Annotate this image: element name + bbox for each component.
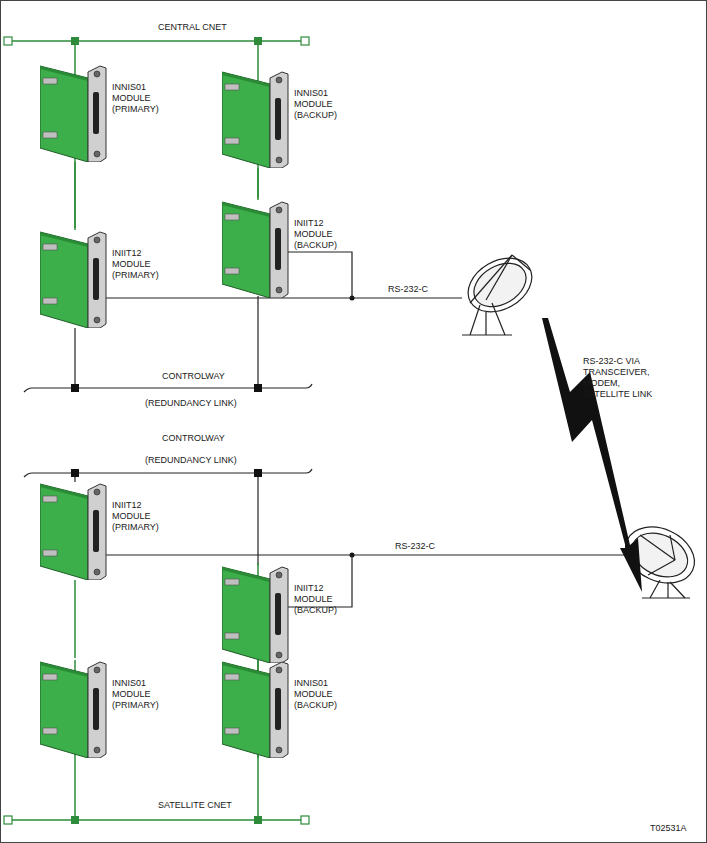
network-label: RS-232-C VIA TRANSCEIVER, MODEM, SATELLI… [583, 356, 661, 400]
module-card [40, 62, 108, 162]
module-label: INIIT12 MODULE (BACKUP) [294, 583, 354, 616]
module-label: INIIT12 MODULE (PRIMARY) [112, 500, 172, 533]
module-card [40, 228, 108, 328]
module-label: INNIS01 MODULE (BACKUP) [294, 678, 354, 711]
module: INIIT12 MODULE (BACKUP) [222, 563, 290, 663]
module: INNIS01 MODULE (PRIMARY) [40, 62, 108, 162]
module: INIIT12 MODULE (PRIMARY) [40, 228, 108, 328]
module-label: INIIT12 MODULE (BACKUP) [294, 218, 354, 251]
module: INNIS01 MODULE (BACKUP) [222, 658, 290, 758]
module-label: INNIS01 MODULE (BACKUP) [294, 88, 354, 121]
satellite-dish [459, 247, 542, 335]
network-label: CONTROLWAY [162, 433, 225, 444]
network-label: CENTRAL CNET [158, 22, 227, 33]
module-card [222, 658, 290, 758]
module-label: INNIS01 MODULE (PRIMARY) [112, 82, 172, 115]
network-label: SATELLITE CNET [158, 800, 232, 811]
controlway-bus [24, 296, 628, 565]
module-card [40, 480, 108, 580]
network-label: T02531A [650, 823, 687, 834]
module-card [222, 198, 290, 298]
bus-line [257, 168, 259, 198]
module-card [222, 563, 290, 663]
bus-terminals [4, 37, 355, 824]
module: INIIT12 MODULE (BACKUP) [222, 198, 290, 298]
network-label: (REDUNDANCY LINK) [145, 455, 237, 466]
module-label: INIIT12 MODULE (PRIMARY) [112, 248, 172, 281]
network-label: RS-232-C [388, 284, 428, 295]
network-label: CONTROLWAY [162, 371, 225, 382]
module: INNIS01 MODULE (PRIMARY) [40, 658, 108, 758]
bus-line [74, 580, 76, 658]
cnet-bus [12, 41, 301, 820]
bus-line [74, 162, 76, 228]
network-label: RS-232-C [395, 541, 435, 552]
module-card [40, 658, 108, 758]
module: INIIT12 MODULE (PRIMARY) [40, 480, 108, 580]
module-label: INNIS01 MODULE (PRIMARY) [112, 678, 172, 711]
module: INNIS01 MODULE (BACKUP) [222, 68, 290, 168]
module-card [222, 68, 290, 168]
network-label: (REDUNDANCY LINK) [145, 398, 237, 409]
